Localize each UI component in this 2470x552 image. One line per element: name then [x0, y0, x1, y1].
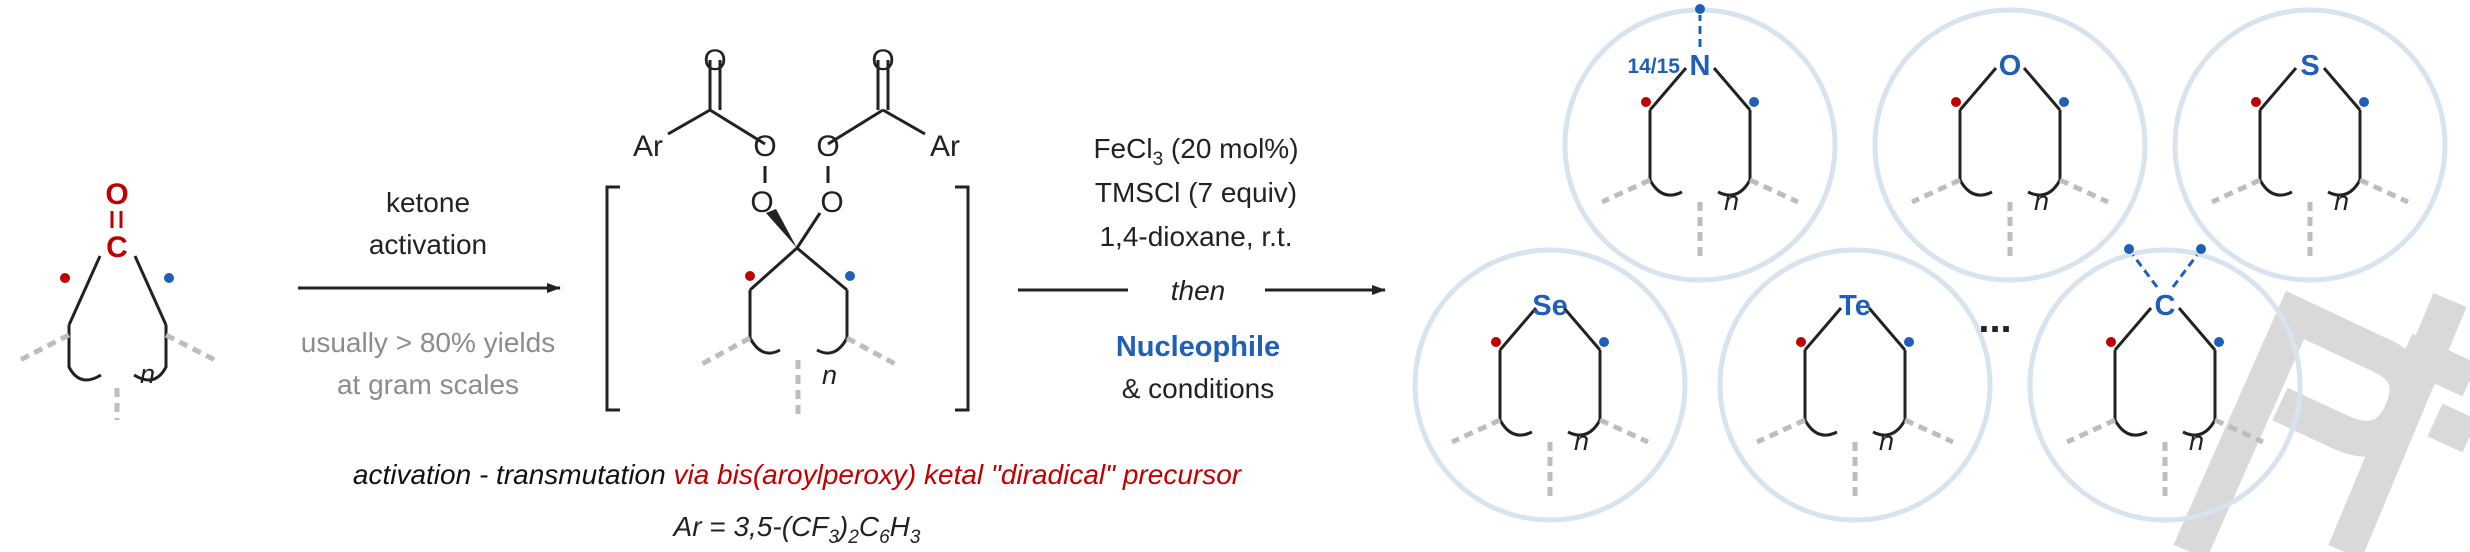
radical-dot-blue	[164, 273, 174, 283]
product-circle	[1717, 247, 1993, 523]
substituent-bonds	[1910, 177, 2110, 260]
product-o: On	[1872, 7, 2148, 283]
heteroatom-label: Se	[1532, 290, 1567, 322]
conditions-label: & conditions	[1122, 373, 1275, 404]
wedge-bond	[766, 209, 797, 248]
c-substituent-bond	[2171, 254, 2199, 288]
radical-dot-blue	[1599, 337, 1609, 347]
radical-dot-red	[2251, 97, 2261, 107]
carbonyl-o-left: O	[703, 44, 726, 77]
ring-size-n-label: n	[140, 359, 155, 389]
product-n: Nn 14/15	[1562, 4, 1838, 283]
ring-bonds	[2258, 67, 2362, 197]
peroxy-o4: O	[820, 186, 843, 219]
preview-watermark	[2173, 290, 2470, 552]
product-s: Sn	[2172, 7, 2448, 283]
ring-size-n-label: n	[2334, 186, 2349, 216]
radical-dot-red	[745, 271, 755, 281]
solvent-conditions: 1,4-dioxane, r.t.	[1099, 221, 1292, 252]
bis-aroylperoxy-ketal: Ar Ar O O O O O O n	[605, 44, 970, 420]
product-se: Se n	[1412, 247, 1688, 523]
radical-dot-red	[1491, 337, 1501, 347]
aryl-right-label: Ar	[930, 130, 960, 163]
ring-bonds	[2113, 307, 2217, 437]
reagent-tmscl: TMSCl (7 equiv)	[1095, 177, 1297, 208]
ring-size-n-label: n	[1574, 426, 1589, 456]
radical-dot-blue	[2214, 337, 2224, 347]
peroxy-o1: O	[753, 130, 776, 163]
product-circle	[2027, 247, 2303, 523]
radical-dot-blue	[2359, 97, 2369, 107]
ring-bonds	[1498, 307, 1602, 437]
ring-bonds	[1648, 67, 1752, 197]
carbonyl-o-right: O	[871, 44, 894, 77]
radical-dot-red	[1951, 97, 1961, 107]
nucleophile-label: Nucleophile	[1116, 331, 1280, 363]
peroxy-o2: O	[816, 130, 839, 163]
more-products-ellipsis: ...	[1978, 297, 2011, 341]
activation-step: ketone activation usually > 80% yields a…	[298, 187, 561, 400]
heteroatom-label: N	[1690, 50, 1711, 82]
radical-dot-red	[1796, 337, 1806, 347]
caption: activation - transmutation via bis(aroyl…	[353, 459, 1243, 548]
ring-size-n-label: n	[2034, 186, 2049, 216]
radical-dot-blue	[1749, 97, 1759, 107]
substituent-dot	[2196, 244, 2206, 254]
left-bracket	[605, 185, 620, 412]
radical-dot-blue	[2059, 97, 2069, 107]
ring-bonds	[1803, 307, 1907, 437]
c-substituent-bond	[2131, 254, 2159, 288]
group-number-label: 14/15	[1627, 55, 1680, 78]
product-circle	[1872, 7, 2148, 283]
radical-dot-blue	[1904, 337, 1914, 347]
transmutation-step: FeCl3 (20 mol%) TMSCl (7 equiv) 1,4-diox…	[1018, 133, 1386, 404]
aryl-left-label: Ar	[633, 130, 663, 163]
right-bracket	[955, 185, 970, 412]
heteroatom-label: Te	[1839, 290, 1871, 322]
product-te: Te n	[1717, 247, 1993, 523]
radical-dot-red	[1641, 97, 1651, 107]
substituent-bonds	[1755, 417, 1955, 500]
substituent-dot	[2124, 244, 2134, 254]
product-circle	[2172, 7, 2448, 283]
heteroatom-label: C	[2155, 290, 2176, 322]
radical-dot-blue	[845, 271, 855, 281]
substituent-bonds	[1450, 417, 1650, 500]
yield-line2: at gram scales	[337, 369, 519, 400]
yield-line1: usually > 80% yields	[301, 327, 555, 358]
radical-dot-red	[2106, 337, 2116, 347]
step1-line2: activation	[369, 229, 487, 260]
caption-line: activation - transmutation via bis(aroyl…	[353, 459, 1243, 490]
step1-line1: ketone	[386, 187, 470, 218]
radical-dot-red	[60, 273, 70, 283]
peroxy-o3: O	[750, 186, 773, 219]
ring-size-n-label: n	[1879, 426, 1894, 456]
then-label: then	[1171, 275, 1226, 306]
starting-ketone: O C n	[18, 178, 217, 420]
ring-size-n-label: n	[2189, 426, 2204, 456]
heteroatom-label: O	[1999, 50, 2022, 82]
carbonyl-carbon-label: C	[106, 231, 128, 264]
reagent-fecl3: FeCl3 (20 mol%)	[1093, 133, 1298, 170]
substituent-dot	[1695, 4, 1705, 14]
substituent-bonds	[2065, 417, 2265, 500]
product-circle	[1412, 247, 1688, 523]
substituent-bonds	[2210, 177, 2410, 260]
ring-bonds	[1958, 67, 2062, 197]
ring-size-n-label: n	[822, 360, 837, 390]
heteroatom-label: S	[2300, 50, 2319, 82]
aryl-definition: Ar = 3,5-(CF3)2C6H3	[672, 511, 921, 548]
product-c: Cn	[2027, 244, 2303, 523]
substituent-bonds	[1600, 177, 1800, 260]
carbonyl-oxygen-label: O	[105, 178, 128, 211]
ring-size-n-label: n	[1724, 186, 1739, 216]
